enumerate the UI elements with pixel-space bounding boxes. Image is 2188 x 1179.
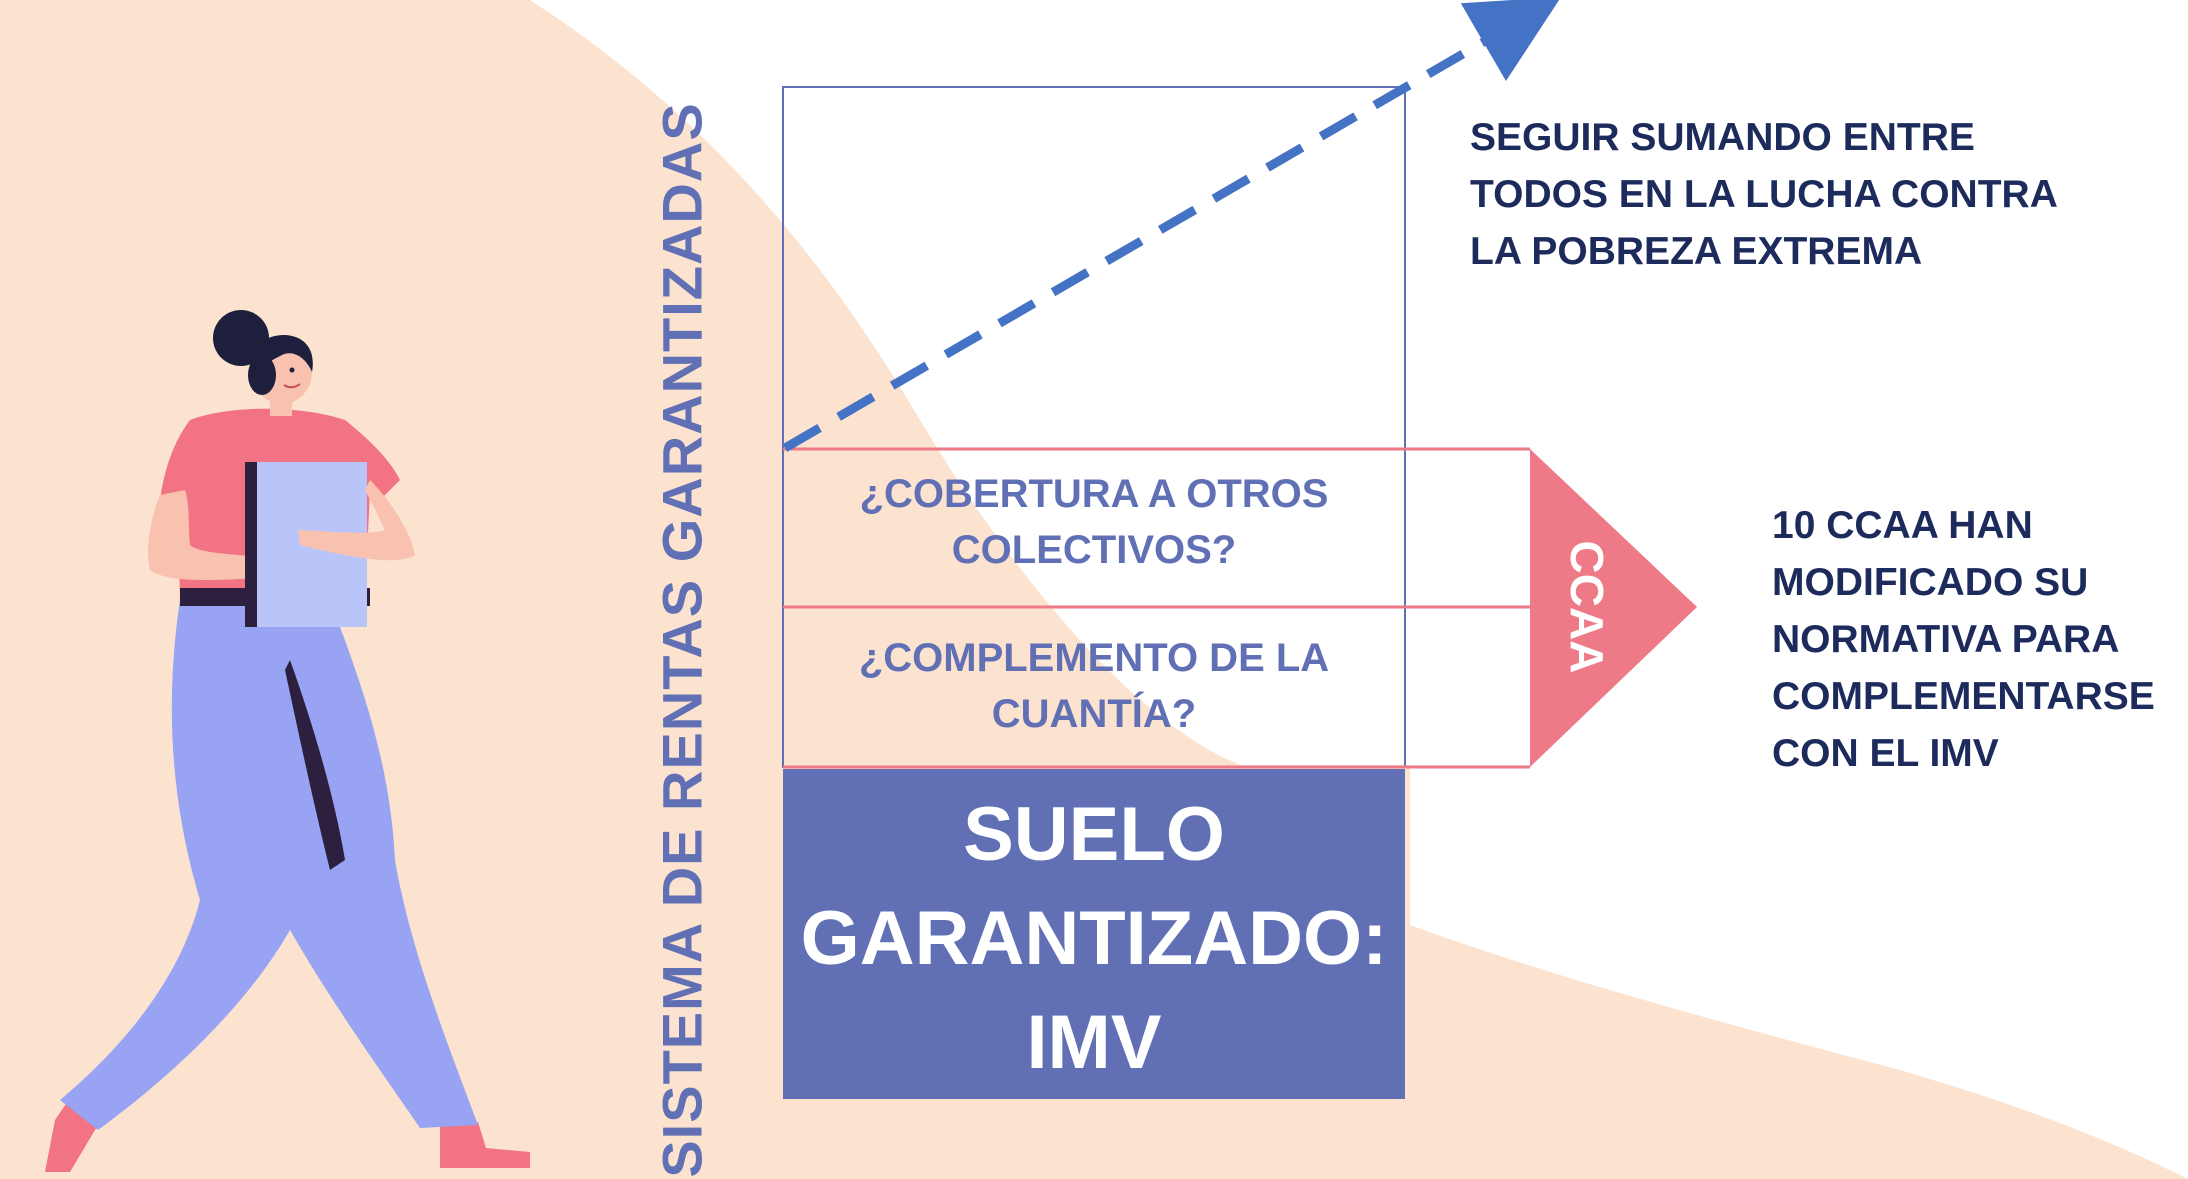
floor-label-line: GARANTIZADO:	[800, 896, 1388, 981]
ccaa-note: 10 CCAA HAN MODIFICADO SU NORMATIVA PARA…	[1772, 497, 2155, 782]
system-vertical-label: SISTEMA DE RENTAS GARANTIZADAS	[650, 102, 714, 1178]
woman-illustration	[45, 310, 530, 1172]
amount-question-line: ¿COMPLEMENTO DE LA	[858, 636, 1330, 680]
trousers	[60, 600, 478, 1130]
coverage-question: ¿COBERTURA A OTROS COLECTIVOS?	[783, 466, 1405, 578]
floor-label-line: IMV	[1026, 1000, 1162, 1085]
floor-label-line: SUELO	[963, 792, 1225, 877]
ccaa-arrow	[1530, 449, 1697, 767]
amount-question: ¿COMPLEMENTO DE LA CUANTÍA?	[783, 630, 1405, 742]
hair-bun	[213, 310, 269, 366]
folder-spine-icon	[245, 462, 257, 627]
ccaa-note-line: COMPLEMENTARSE	[1772, 675, 2155, 718]
right-arm	[298, 480, 415, 561]
goal-text-line: LA POBREZA EXTREMA	[1470, 230, 1923, 273]
ccaa-arrow-label: CCAA	[1561, 540, 1613, 674]
goal-text: SEGUIR SUMANDO ENTRE TODOS EN LA LUCHA C…	[1470, 109, 2058, 280]
coverage-question-line: ¿COBERTURA A OTROS	[859, 472, 1329, 516]
ccaa-note-line: MODIFICADO SU	[1772, 561, 2089, 604]
leg-shadow	[285, 660, 345, 870]
ccaa-note-line: NORMATIVA PARA	[1772, 618, 2120, 661]
ccaa-note-line: 10 CCAA HAN	[1772, 504, 2033, 547]
goal-text-line: SEGUIR SUMANDO ENTRE	[1470, 116, 1975, 159]
front-shoe-icon	[440, 1122, 530, 1168]
smile-icon	[283, 383, 301, 389]
amount-question-line: CUANTÍA?	[991, 692, 1197, 736]
goal-text-line: TODOS EN LA LUCHA CONTRA	[1470, 173, 2058, 216]
coverage-question-line: COLECTIVOS?	[951, 528, 1237, 572]
hair-back	[248, 355, 276, 395]
ccaa-note-line: CON EL IMV	[1772, 732, 1999, 775]
growth-dashed-arrow	[782, 0, 1562, 452]
guaranteed-floor-label: SUELO GARANTIZADO: IMV	[783, 783, 1405, 1095]
eye-icon	[289, 367, 295, 373]
guaranteed-floor-box	[783, 769, 1405, 1099]
